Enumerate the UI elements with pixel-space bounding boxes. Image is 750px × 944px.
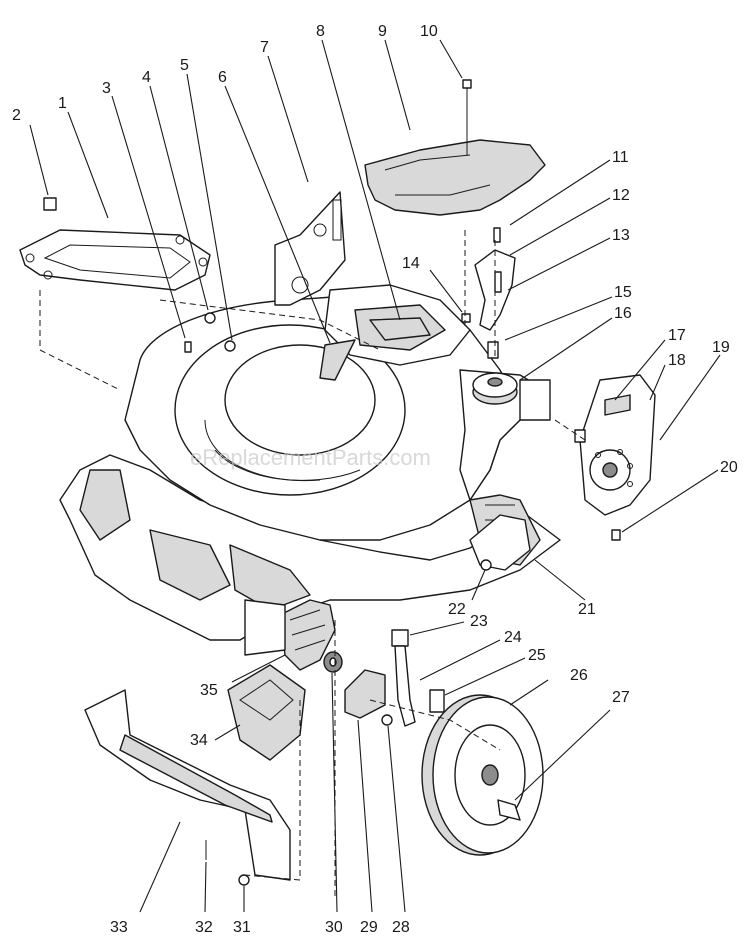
callout-35: 35 (200, 682, 218, 699)
part-30-washer (323, 651, 343, 673)
callout-8: 8 (316, 23, 325, 40)
callout-25: 25 (528, 647, 546, 664)
callout-31: 31 (233, 919, 251, 936)
callout-15: 15 (614, 284, 632, 301)
part-5-nut (224, 340, 236, 352)
part-21-axle (469, 514, 531, 571)
part-17-18-19-height-adjuster (574, 374, 656, 516)
callout-6: 6 (218, 69, 227, 86)
part-4-nut (204, 312, 216, 324)
callout-18: 18 (668, 352, 686, 369)
watermark-text: eReplacementParts.com (190, 445, 431, 470)
part-20-screw (611, 529, 621, 541)
callout-32: 32 (195, 919, 213, 936)
part-25-bolt (429, 689, 445, 713)
callout-20: 20 (720, 459, 738, 476)
callout-34: 34 (190, 732, 208, 749)
part-15-spacer (487, 341, 499, 359)
part-11-bolt (493, 227, 501, 243)
part-3-screw (184, 341, 192, 353)
callout-1: 1 (58, 95, 67, 112)
part-16-drive-pulley (472, 372, 518, 405)
callout-leader-lines (29, 39, 721, 913)
callout-19: 19 (712, 339, 730, 356)
mower-deck-housing (59, 284, 561, 641)
callout-5: 5 (180, 57, 189, 74)
front-height-bracket (244, 599, 286, 656)
callout-24: 24 (504, 629, 522, 646)
callout-7: 7 (260, 39, 269, 56)
callout-4: 4 (142, 69, 151, 86)
part-10-long-bolt (462, 79, 472, 155)
part-26-27-wheel (421, 694, 544, 856)
part-22-nut (480, 559, 492, 571)
callout-30: 30 (325, 919, 343, 936)
part-1-cover-plate (19, 229, 211, 291)
callout-3: 3 (102, 80, 111, 97)
callout-22: 22 (448, 601, 466, 618)
callout-14: 14 (402, 255, 420, 272)
part-23-24-height-lever (391, 629, 416, 727)
part-7-height-bracket (274, 191, 346, 306)
callout-16: 16 (614, 305, 632, 322)
callout-29: 29 (360, 919, 378, 936)
callout-17: 17 (668, 327, 686, 344)
callout-33: 33 (110, 919, 128, 936)
part-35-height-rack (279, 599, 336, 671)
part-33-front-baffle (84, 689, 291, 881)
part-8-plate (369, 317, 431, 341)
part-13-bolt (494, 271, 502, 293)
part-34-air-cup (227, 664, 306, 761)
callout-9: 9 (378, 23, 387, 40)
part-2-push-nut (43, 197, 57, 211)
assembly-lines (39, 230, 586, 900)
callout-28: 28 (392, 919, 410, 936)
part-31-nut (238, 874, 250, 886)
part-14-nut (461, 313, 471, 323)
part-29-wheel-bracket (344, 669, 386, 719)
callout-12: 12 (612, 187, 630, 204)
callout-13: 13 (612, 227, 630, 244)
part-28-washer (381, 714, 393, 726)
callout-10: 10 (420, 23, 438, 40)
part-9-rear-flap (364, 139, 546, 216)
part-6-bracket (319, 339, 356, 381)
callout-26: 26 (570, 667, 588, 684)
callout-2: 2 (12, 107, 21, 124)
callout-numbers: 2 1 3 4 5 6 7 8 9 10 11 12 13 14 15 16 1… (12, 23, 738, 936)
callout-11: 11 (612, 149, 629, 166)
callout-23: 23 (470, 613, 488, 630)
callout-27: 27 (612, 689, 630, 706)
callout-21: 21 (578, 601, 596, 618)
